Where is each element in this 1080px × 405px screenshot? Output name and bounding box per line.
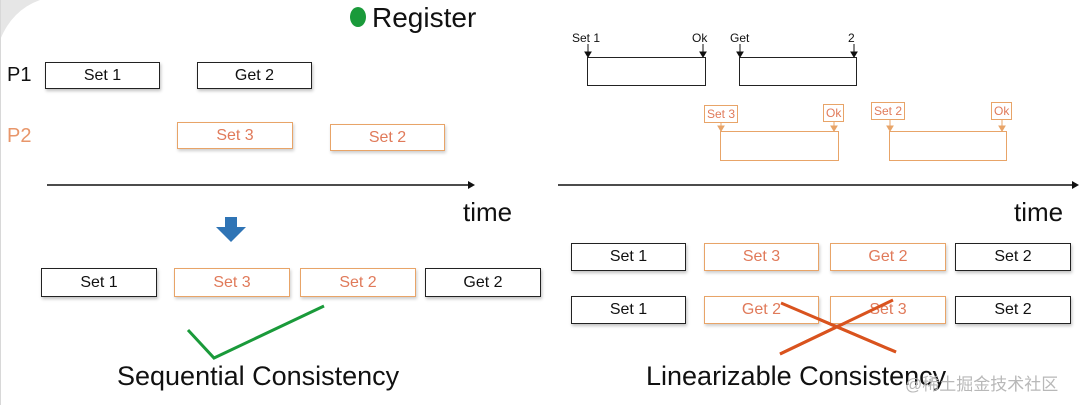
left-result-op-3: Set 2 [300, 268, 416, 297]
left-caption: Sequential Consistency [117, 361, 400, 391]
right-row2-op-2: Get 2 [704, 296, 819, 324]
right-p2-tag-set2: Set 2 [871, 102, 906, 120]
left-p1-op-2: Get 2 [197, 62, 312, 89]
left-time-label: time [463, 197, 513, 227]
right-p1-tag-ok: Ok [692, 31, 708, 45]
right-p2-tag-ok-2: Ok [991, 102, 1013, 120]
process-label-p1: P1 [7, 64, 32, 86]
p1-tick-arrows [584, 44, 858, 58]
register-dot-icon [350, 7, 366, 27]
right-row1-op-3: Get 2 [830, 243, 946, 271]
right-p1-interval-2 [739, 57, 857, 86]
right-caption: Linearizable Consistency [646, 361, 947, 391]
right-row1-op-2: Set 3 [704, 243, 819, 271]
right-p2-interval-1 [720, 131, 839, 161]
right-row1-op-4: Set 2 [955, 243, 1071, 271]
left-p2-op-2: Set 2 [330, 124, 445, 151]
right-p1-tag-get: Get [730, 31, 750, 45]
left-result-op-2: Set 3 [174, 268, 290, 297]
left-p1-op-1: Set 1 [45, 62, 160, 89]
right-p2-tag-ok-1: Ok [823, 104, 845, 122]
right-time-label: time [1014, 197, 1064, 227]
process-label-p2: P2 [7, 125, 32, 147]
p2-tick-arrows [717, 119, 1006, 132]
page-curl [0, 0, 40, 40]
left-p2-op-1: Set 3 [177, 122, 293, 149]
right-p1-tag-set1: Set 1 [572, 31, 601, 45]
right-row2-op-3: Set 3 [830, 296, 946, 324]
right-axis-arrowhead [1072, 181, 1079, 189]
right-p2-interval-2 [889, 131, 1007, 161]
right-row2-op-4: Set 2 [955, 296, 1071, 324]
down-arrow-icon [216, 217, 246, 242]
left-result-op-4: Get 2 [425, 268, 541, 297]
page-title: Register [372, 2, 477, 33]
right-p1-tag-2: 2 [848, 31, 855, 45]
right-p2-tag-set3: Set 3 [704, 105, 739, 123]
left-axis-arrowhead [468, 181, 475, 189]
watermark: @稀土掘金技术社区 [905, 375, 1059, 394]
checkmark-icon [186, 304, 325, 360]
right-p1-interval-1 [587, 57, 706, 86]
right-row2-op-1: Set 1 [571, 296, 686, 324]
left-result-op-1: Set 1 [41, 268, 157, 297]
right-row1-op-1: Set 1 [571, 243, 686, 271]
